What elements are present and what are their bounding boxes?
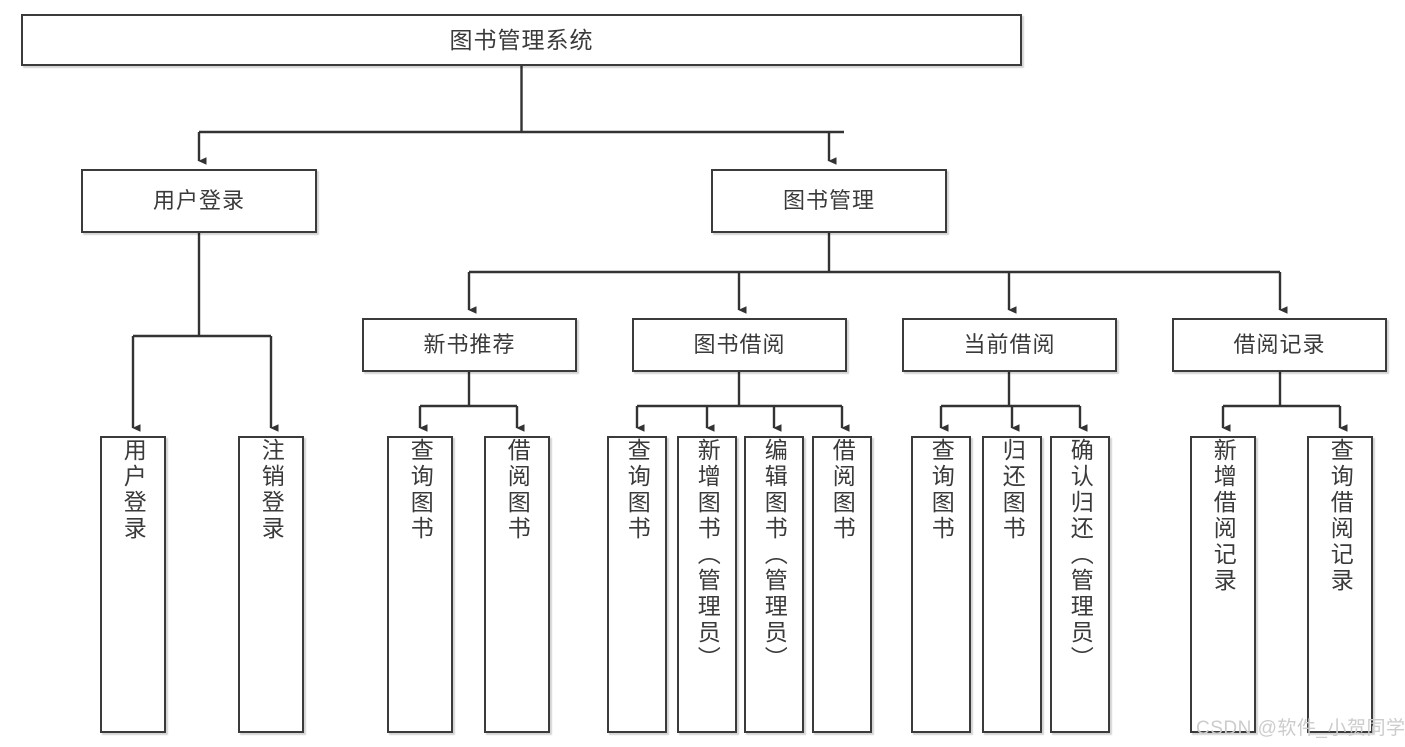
node-book-borrow[interactable]: 图书借阅 (632, 318, 847, 372)
node-book-management[interactable]: 图书管理 (711, 169, 947, 233)
node-label: 查询图书 (624, 438, 651, 542)
watermark-text: CSDN @软件_小贺同学 (1196, 718, 1405, 739)
node-label: 图书管理系统 (449, 26, 594, 53)
node-label: 查询借阅记录 (1327, 438, 1354, 594)
leaf-borrow-book[interactable]: 借阅图书 (812, 436, 872, 733)
node-label: 新增借阅记录 (1210, 438, 1237, 594)
leaf-query-books-recommend[interactable]: 查询图书 (387, 436, 453, 733)
node-current-borrow[interactable]: 当前借阅 (902, 318, 1117, 372)
node-label: 用户登录 (120, 438, 147, 542)
node-label: 归还图书 (999, 438, 1026, 542)
node-label: 注销登录 (258, 438, 285, 542)
node-label: 新增图书（管理员） (694, 438, 721, 672)
node-root-system[interactable]: 图书管理系统 (21, 14, 1022, 66)
node-label: 借阅记录 (1233, 332, 1326, 358)
leaf-user-logout[interactable]: 注销登录 (238, 436, 304, 733)
leaf-user-login[interactable]: 用户登录 (100, 436, 166, 733)
leaf-query-borrow-record[interactable]: 查询借阅记录 (1307, 436, 1373, 733)
node-label: 借阅图书 (504, 438, 531, 542)
leaf-add-book-admin[interactable]: 新增图书（管理员） (677, 436, 737, 733)
node-new-book-recommend[interactable]: 新书推荐 (362, 318, 577, 372)
node-label: 当前借阅 (963, 332, 1056, 358)
node-label: 确认归还（管理员） (1067, 438, 1094, 672)
leaf-add-borrow-record[interactable]: 新增借阅记录 (1190, 436, 1256, 733)
node-label: 用户登录 (152, 188, 245, 214)
node-label: 编辑图书（管理员） (761, 438, 788, 672)
leaf-borrow-books-recommend[interactable]: 借阅图书 (484, 436, 550, 733)
node-user-login[interactable]: 用户登录 (81, 169, 317, 233)
node-borrow-records[interactable]: 借阅记录 (1172, 318, 1387, 372)
node-label: 查询图书 (928, 438, 955, 542)
leaf-return-book[interactable]: 归还图书 (982, 436, 1042, 733)
leaf-confirm-return-admin[interactable]: 确认归还（管理员） (1050, 436, 1110, 733)
leaf-query-books-borrow[interactable]: 查询图书 (607, 436, 667, 733)
leaf-query-books-current[interactable]: 查询图书 (911, 436, 971, 733)
leaf-edit-book-admin[interactable]: 编辑图书（管理员） (744, 436, 804, 733)
node-label: 图书管理 (782, 188, 875, 214)
node-label: 新书推荐 (423, 332, 516, 358)
node-label: 查询图书 (407, 438, 434, 542)
node-label: 图书借阅 (693, 332, 786, 358)
node-label: 借阅图书 (829, 438, 856, 542)
